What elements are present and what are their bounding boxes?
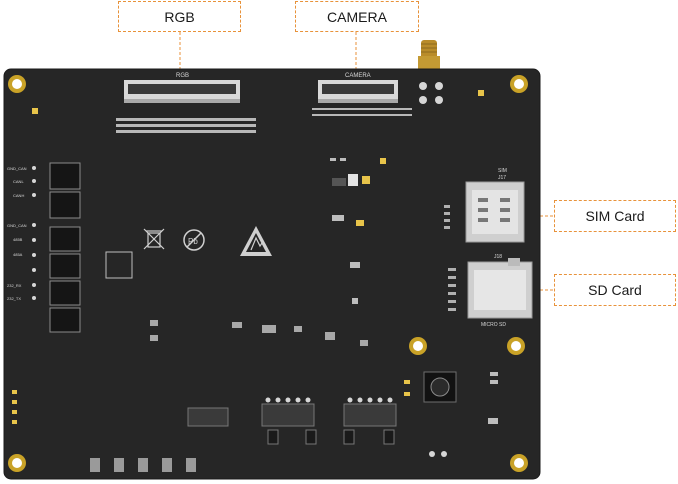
recycle-bin-icon — [143, 228, 165, 250]
svg-text:Pb: Pb — [188, 237, 198, 246]
pad-array-right — [312, 108, 412, 116]
no-lead-icon: Pb — [183, 229, 205, 251]
left-edge-vias — [32, 166, 36, 300]
mounting-holes — [8, 75, 528, 472]
sim-header-label: SIM — [498, 168, 507, 174]
left-label-7: 232_TX — [7, 296, 21, 301]
rgb-header-label: RGB — [176, 73, 189, 79]
left-label-3: GND_CAN — [7, 223, 27, 228]
smd-cluster-lower — [150, 320, 368, 346]
rgb-fpc-connector — [124, 80, 240, 103]
camera-fpc-connector — [318, 80, 398, 103]
left-label-0: GND_CAN — [7, 166, 27, 171]
sim-card-callout-label: SIM Card — [554, 200, 676, 232]
sd-card-callout-label: SD Card — [554, 274, 676, 306]
camera-callout-label: CAMERA — [295, 1, 419, 32]
pad-array-left — [116, 118, 256, 133]
sd-ref-label: J18 — [494, 254, 502, 260]
esd-warning-icon — [240, 226, 272, 256]
bottom-connector-row — [187, 371, 457, 427]
component-cluster-top-right — [32, 82, 484, 114]
sd-card-slot — [467, 258, 533, 319]
smd-cluster-center — [330, 158, 386, 304]
left-label-1: CANL — [13, 179, 24, 184]
left-label-6: 232_RX — [7, 283, 22, 288]
left-label-2: CANH — [13, 193, 24, 198]
rgb-callout-label: RGB — [118, 1, 241, 32]
bottom-edge-pads — [90, 429, 395, 472]
slot-side-pads — [444, 205, 456, 311]
sim-card-slot — [465, 181, 525, 243]
antenna-connector — [418, 40, 440, 72]
camera-header-label: CAMERA — [345, 73, 371, 79]
silk-outline-square — [105, 251, 133, 279]
left-label-column: GND_CAN CANL CANH GND_CAN 485B 485A 232_… — [7, 166, 27, 301]
left-label-4: 485B — [13, 237, 23, 242]
right-edge-parts — [404, 372, 498, 424]
inductor-stack-lower — [49, 226, 81, 333]
pcb-board — [3, 68, 541, 480]
bottom-jumpers — [265, 397, 447, 457]
sim-ref-label: J17 — [498, 175, 506, 181]
micro-sd-label: MICRO SD — [481, 322, 506, 328]
inductor-stack-upper — [49, 162, 81, 219]
left-label-5: 485A — [13, 252, 23, 257]
left-edge-leds — [12, 390, 17, 424]
